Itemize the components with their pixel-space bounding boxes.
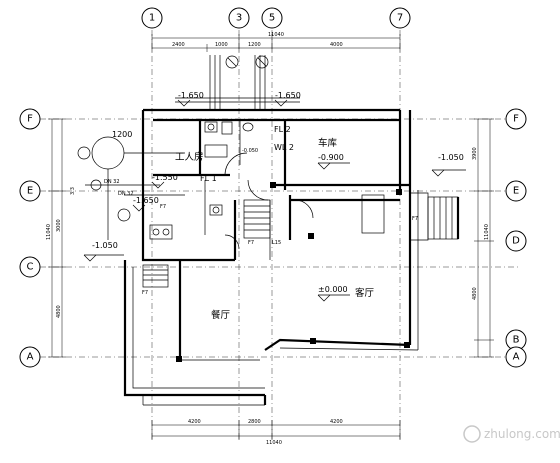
annotation-f7-b: F7 [248,240,254,246]
annotation-dn32: DN 32 [104,179,120,185]
pipe-risers [175,55,300,110]
axis-bubble-right-A: A [505,346,527,368]
axis-label: 5 [269,13,275,24]
elevation-3: -1.550 [152,173,178,182]
annotation-fl1: FL 1 [200,174,217,183]
elevation-4: -1.650 [133,196,159,205]
room-label-living: 客厅 [355,287,375,299]
structural-columns [176,182,410,362]
axis-bubble-left-A: A [19,346,41,368]
watermark: zhulong.com [463,425,560,443]
axis-bubble-right-E: E [505,180,527,202]
right-total-dim: 11040 [484,224,490,240]
axis-label: 1 [149,13,155,24]
bottom-dimensions: 4200 2800 4200 11040 [151,419,401,446]
axis-label: C [27,262,34,273]
annotation-f7-c: F7 [142,290,148,296]
elevation-1: -1.650 [178,91,204,100]
bottom-total-dim: 11040 [266,440,282,446]
room-label-dining: 餐厅 [211,309,231,321]
axis-bubble-top-3: 3 [228,7,250,29]
stairs-west [142,264,169,288]
right-dim-1: 3900 [472,147,478,160]
stairs-entrance [427,196,460,240]
axis-bubble-right-F: F [505,108,527,130]
axis-label: F [27,114,33,125]
equipment-left [77,136,185,240]
annotation-dn32-b: DN 32 [118,191,134,197]
left-dim-2: 4800 [56,305,62,318]
bottom-dim-3: 4200 [330,419,343,425]
axis-bubble-top-1: 1 [141,7,163,29]
annotation-f7-a: F7 [412,216,418,222]
axis-label: D [512,236,520,247]
axis-bubble-right-D: D [505,230,527,252]
left-dim-1: 3000 [56,219,62,232]
axis-label: A [513,352,520,363]
top-dim-4: 4000 [330,42,343,48]
plumbing-fixtures [149,121,254,240]
annotations: 1200 DN 32 FL 2 WL 2 FL 1 3.3 DN 32 F7 F… [70,125,418,296]
axis-label: B [513,335,520,346]
annotation-wl2: WL 2 [274,143,294,152]
room-label-garage: 车库 [318,137,338,149]
annotation-1200: 1200 [112,130,132,139]
building-walls [123,108,429,406]
door-swings [224,152,314,250]
axis-bubble-left-F: F [19,108,41,130]
axis-bubble-top-7: 7 [389,7,411,29]
stairs-main [243,199,271,239]
room-label-worker: 工人房 [175,151,204,163]
axis-label: 7 [397,13,403,24]
annotation-l15: L15 [272,240,281,246]
axis-bubble-left-E: E [19,180,41,202]
axis-label: A [27,352,34,363]
right-dimensions: 11040 3900 4800 [472,118,494,358]
axis-bubble-top-5: 5 [261,7,283,29]
annotation-fl2: FL 2 [274,125,291,134]
bottom-dim-2: 2800 [248,419,261,425]
axis-bubble-left-C: C [19,256,41,278]
elevation-7: -1.050 [438,153,464,162]
elevation-9: -0.050 [242,148,258,154]
top-dim-1: 2400 [172,42,185,48]
top-dim-2: 1000 [215,42,228,48]
elevation-8: ±0.000 [318,285,348,294]
top-dim-3: 1200 [248,42,261,48]
elevation-5: -1.050 [92,241,118,250]
right-dim-2: 4800 [472,287,478,300]
left-total-dim: 11040 [46,224,52,240]
bottom-dim-1: 4200 [188,419,201,425]
annotation-3-3: 3.3 [70,187,76,195]
top-total-dim: 11040 [268,32,284,38]
axis-label: E [27,186,33,197]
elevation-6: -0.900 [318,153,344,162]
watermark-text: zhulong.com [484,427,560,441]
axis-label: F [513,114,519,125]
left-dimensions: 11040 3000 4800 [46,118,66,358]
annotation-f7-d: F7 [160,204,166,210]
axis-label: E [513,186,519,197]
elevation-2: -1.650 [275,91,301,100]
elevation-marks: -1.650 -1.650 -1.550 -1.650 -1.050 -0.90… [83,91,466,302]
top-dimensions: 11040 2400 1000 1200 4000 [151,32,401,52]
axis-label: 3 [236,13,242,24]
